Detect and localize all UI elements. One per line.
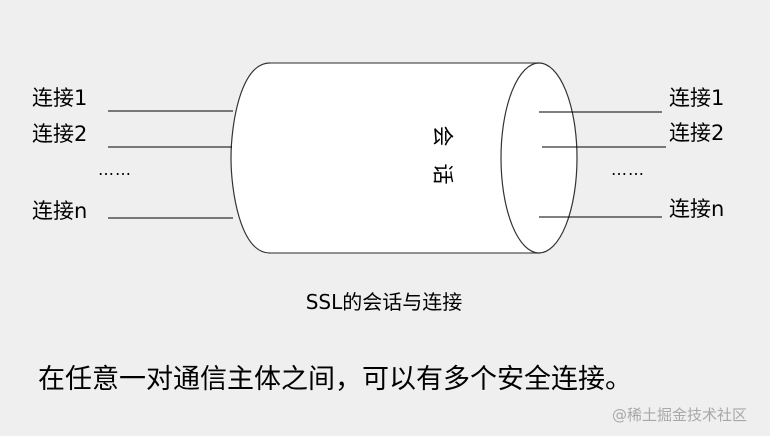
session-label-2: 话 (430, 162, 455, 186)
left-ellipsis: …… (98, 160, 132, 179)
cylinder-left-end (230, 62, 271, 254)
session-label: 会 (430, 124, 455, 148)
statement-text: 在任意一对通信主体之间，可以有多个安全连接。 (38, 364, 632, 395)
watermark: @稀土掘金技术社区 (612, 406, 748, 424)
cylinder-body (231, 63, 540, 253)
right-connection-label-2: 连接2 (669, 121, 725, 145)
cylinder-right-face (500, 62, 578, 254)
session-char-2: 话 (430, 163, 455, 185)
right-ellipsis: …… (611, 160, 645, 179)
session-char-1: 会 (430, 125, 455, 147)
caption-text: SSL的会话与连接 (305, 290, 463, 314)
diagram-caption: SSL的会话与连接 (0, 286, 770, 315)
right-connection-label-1: 连接1 (669, 86, 725, 110)
left-connection-label-2: 连接2 (32, 122, 88, 146)
left-connection-label-n: 连接n (32, 199, 88, 223)
right-connection-label-n: 连接n (669, 197, 725, 221)
left-connection-label-1: 连接1 (32, 86, 88, 110)
